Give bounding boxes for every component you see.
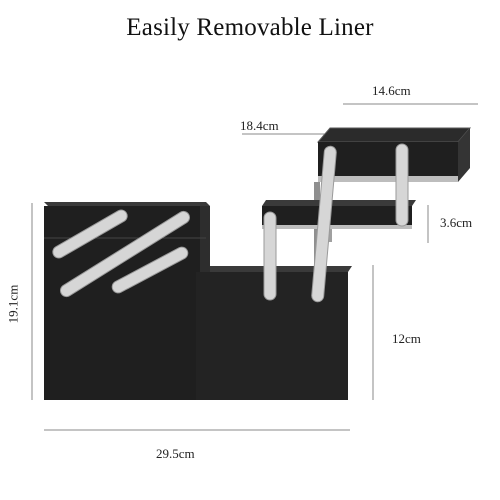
box-lid-edge — [200, 206, 210, 272]
dimension-lines — [31, 103, 478, 431]
middle-tray — [262, 200, 416, 229]
bracket-mid-center — [311, 145, 337, 303]
bracket-left-short — [111, 246, 189, 294]
page-title: Easily Removable Liner — [126, 14, 374, 41]
dimension-top-depth: 18.4cm — [240, 118, 279, 133]
middle-tray-front — [262, 206, 412, 228]
top-tray-front — [318, 142, 458, 182]
top-tray — [316, 127, 472, 182]
box-lid-top — [44, 202, 210, 206]
top-tray-side — [458, 128, 470, 182]
dimension-tray-height: 3.6cm — [440, 215, 473, 230]
bracket-left-long — [59, 210, 191, 298]
bracket-left-top — [52, 209, 128, 259]
box-base — [44, 266, 352, 400]
brackets — [52, 143, 409, 303]
top-tray-liner — [318, 176, 458, 182]
bracket-top-right — [395, 143, 409, 227]
middle-tray-liner — [262, 225, 412, 229]
top-tray-top — [316, 127, 472, 143]
dimension-base-width: 29.5cm — [156, 446, 195, 461]
bracket-mid-left — [263, 211, 277, 301]
dimension-top-width: 14.6cm — [372, 83, 411, 98]
dimension-total-height: 19.1cm — [5, 284, 21, 324]
middle-tray-top — [262, 200, 416, 206]
dimension-base-height: 12cm — [392, 331, 421, 346]
